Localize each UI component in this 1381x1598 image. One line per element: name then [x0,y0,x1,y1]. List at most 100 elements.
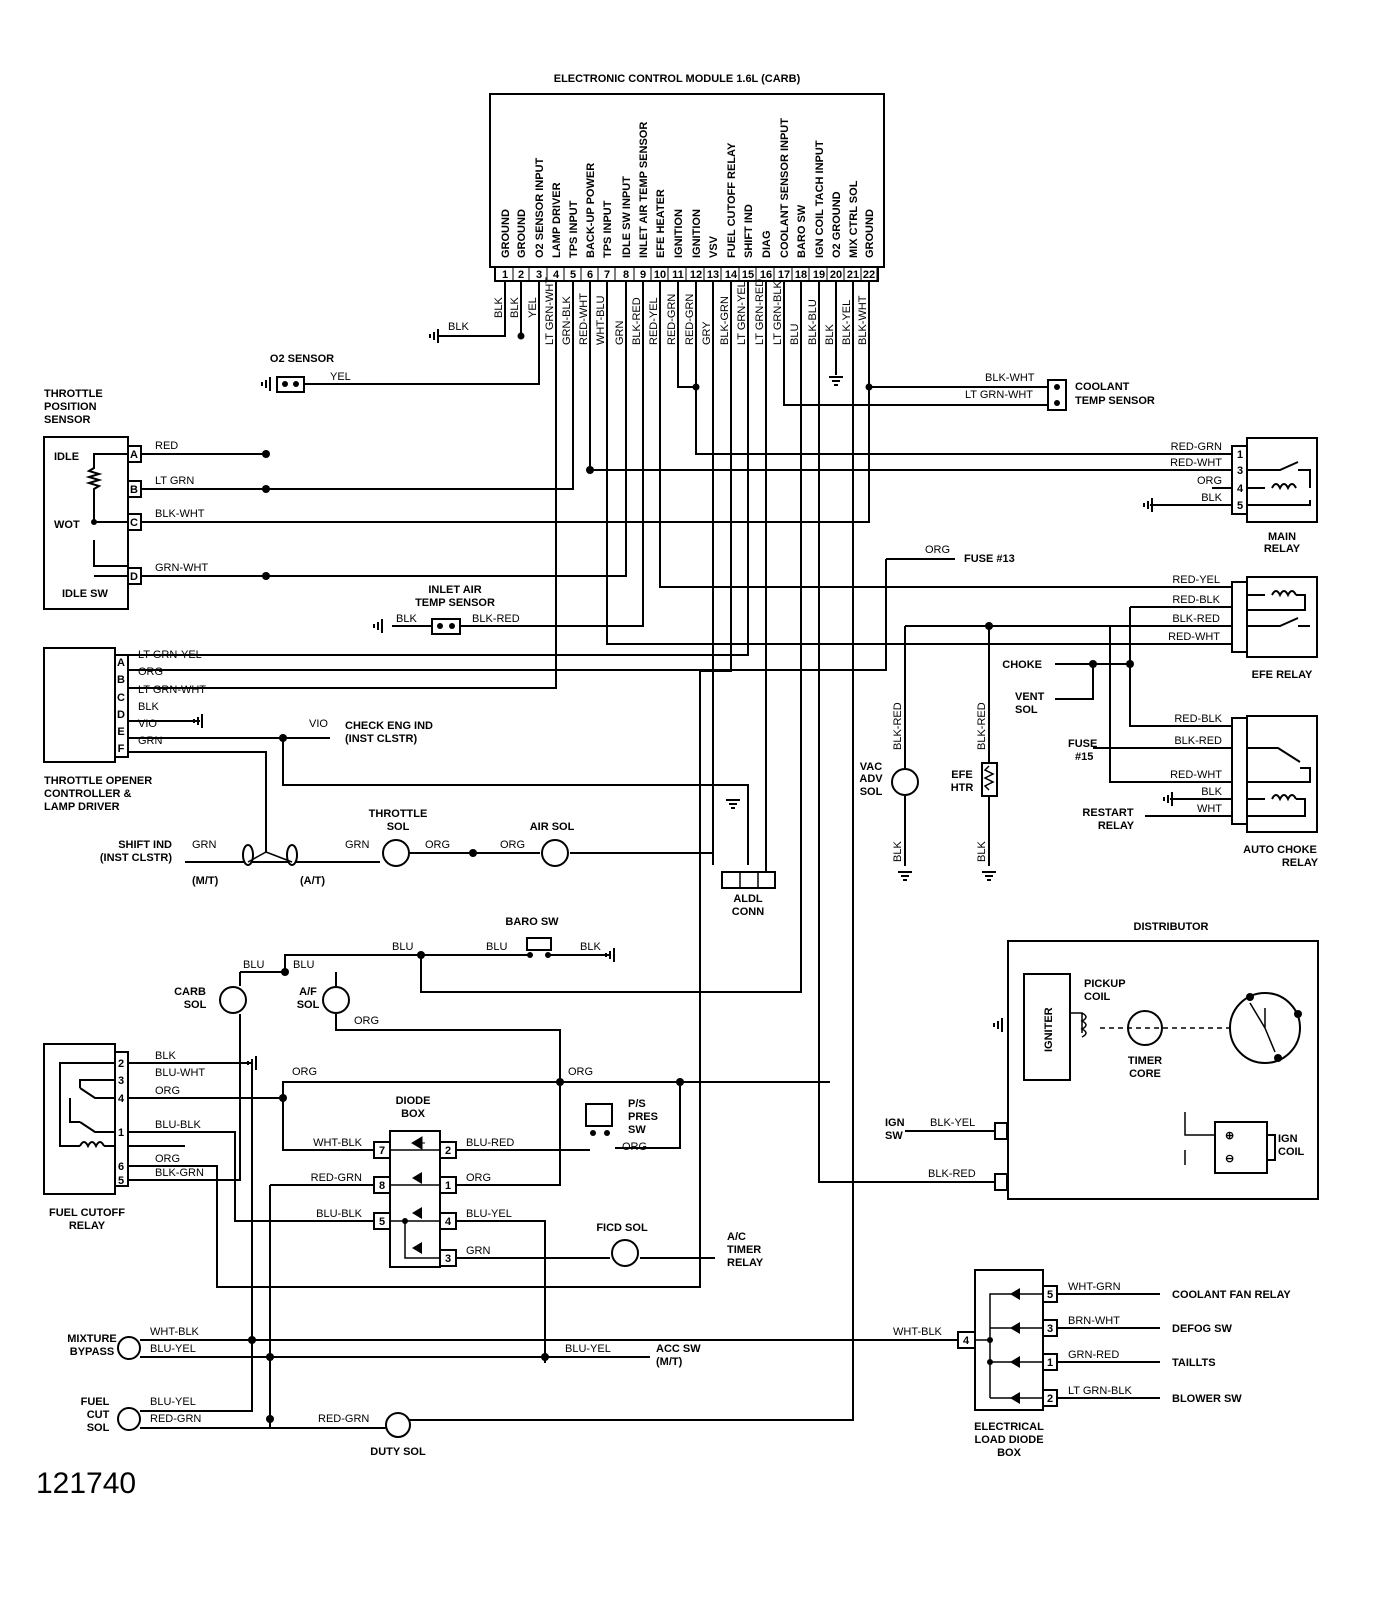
o2-wire-label: YEL [330,371,351,383]
ficd-label: FICD SOL [596,1222,648,1234]
mb-bluyel: BLU-YEL [150,1343,196,1355]
diode-pin-left: 5 [379,1216,385,1228]
svg-text:CARB: CARB [174,986,206,998]
duty-redgrn: RED-GRN [318,1413,369,1425]
ecm-pin-wire: YEL [527,297,539,318]
aldl-label: CONN [732,906,764,918]
throttle-position-sensor: THROTTLE POSITION SENSOR IDLE WOT IDLE S… [43,388,129,610]
ecm-pin-number: 6 [587,269,593,281]
pickup-coil-label: COIL [1084,991,1111,1003]
iat-blkred: BLK-RED [472,613,520,625]
diode-box: DIODE BOX [389,1095,441,1268]
svg-text:TIMER: TIMER [1128,1055,1162,1067]
svg-text:TIMER: TIMER [727,1244,761,1256]
tps-wot-label: WOT [54,519,80,531]
duty-sol-label: DUTY SOL [370,1446,426,1458]
ecm-pin-number: 21 [847,269,859,281]
acc-bluyel: BLU-YEL [565,1343,611,1355]
toc-wire-label: BLK [138,701,159,713]
eld-pin: 3 [1047,1323,1053,1335]
coolant-temp-sensor [1047,379,1067,411]
baro-blu-2: BLU [486,941,507,953]
coil-plus: ⊕ [1225,1130,1234,1142]
ps-pres-switch [585,1103,613,1127]
ign-coil-label: COIL [1278,1146,1305,1158]
efe-relay-wire: BLK-RED [1172,613,1220,625]
diode-wire-right: GRN [466,1245,491,1257]
fcr-pin: 2 [118,1058,124,1070]
svg-text:DISTRIBUTOR: DISTRIBUTOR [1134,921,1209,933]
tps-wire-label: GRN-WHT [155,562,208,574]
ecm-pin-wire: RED-GRN [684,294,696,345]
ecm-pin-wire: WHT-BLU [595,295,607,345]
ecm-pin-number: 10 [654,269,666,281]
ecm-pin-number: 17 [778,269,790,281]
fcr-wire-label: BLU-BLK [155,1119,202,1131]
ecm-pin-wire: BLK-BLU [807,299,819,345]
mt-label: (M/T) [192,875,219,887]
svg-text:IGN: IGN [885,1117,905,1129]
fcr-pin: 6 [118,1161,124,1173]
ecm-pin-wire: LT GRN-YEL [736,281,748,345]
fcr-pin: 4 [118,1093,125,1105]
fcr-wire-label: ORG [155,1153,180,1165]
carb-blu: BLU [243,959,264,971]
ecm-pin-number: 14 [725,269,738,281]
ps-pres-label: SW [628,1124,646,1136]
diode-wire-left: BLU-BLK [316,1208,363,1220]
idle-sw-label: IDLE SW [62,588,108,600]
ecm-pin-number: 13 [707,269,719,281]
fuel-cut-label: SOL [87,1422,110,1434]
ficd-sol [611,1239,639,1267]
ecm-pin-function: IGNITION [673,209,685,258]
mb-whtblk: WHT-BLK [150,1326,200,1338]
auto-choke-relay: AUTO CHOKE RELAY [1231,715,1319,869]
toc-wire-label: LT GRN-WHT [138,684,206,696]
throttle-sol-label: SOL [387,821,410,833]
main-relay-wire: RED-GRN [1171,441,1222,453]
svg-text:EFE RELAY: EFE RELAY [1252,669,1313,681]
baro-blu-1: BLU [392,941,413,953]
ecm-pin-number: 4 [553,269,560,281]
eld-pin: 5 [1047,1289,1053,1301]
main-relay-pin: 1 [1237,449,1243,461]
tps-pin-letter: B [130,484,138,496]
ecm-pin-function: VSV [708,235,720,258]
diode-pin-right: 4 [445,1216,452,1228]
choke-label: CHOKE [1002,659,1042,671]
toc-wire-label: LT GRN-YEL [138,649,202,661]
efe-relay-wire: RED-BLK [1172,594,1220,606]
ecm-pin-function: BARO SW [796,204,808,258]
ecm-pin-function: O2 GROUND [831,191,843,258]
eld-whtblk: WHT-BLK [893,1326,943,1338]
air-sol-label: AIR SOL [530,821,575,833]
svg-text:P/S: P/S [628,1098,646,1110]
fcr-pin: 1 [118,1127,124,1139]
ecm-pin-function: MIX CTRL SOL [848,180,860,258]
coolant-sensor-label-1: COOLANT [1075,381,1130,393]
svg-text:DIODE: DIODE [396,1095,431,1107]
fcr-pin: 3 [118,1075,124,1087]
restart-relay-label: RELAY [1098,820,1135,832]
eld-target-label: TAILLTS [1172,1357,1216,1369]
diode-wire-left: RED-GRN [311,1172,362,1184]
ecm-pin-function: INLET AIR TEMP SENSOR [638,122,650,258]
ecm-pin-function: LAMP DRIVER [551,182,563,258]
ecm-pin-function: BACK-UP POWER [585,163,597,258]
ecm-pin-function: GROUND [516,209,528,258]
sol-label: SOL [1015,704,1038,716]
ecm-pin-function: O2 SENSOR INPUT [534,157,546,258]
tps-pin-letter: A [130,449,138,461]
svg-text:AUTO CHOKE: AUTO CHOKE [1243,844,1317,856]
mixture-bypass-sol [117,1336,141,1360]
ecm-pin-number: 2 [518,269,524,281]
aldl-connector [721,871,776,889]
toc-pin-letter: A [117,657,125,669]
coolant-sensor-label-2: TEMP SENSOR [1075,395,1155,407]
svg-text:PICKUP: PICKUP [1084,978,1126,990]
ecm-pin-number: 15 [742,269,754,281]
ecm-pin-number: 19 [813,269,825,281]
svg-text:BOX: BOX [401,1108,426,1120]
